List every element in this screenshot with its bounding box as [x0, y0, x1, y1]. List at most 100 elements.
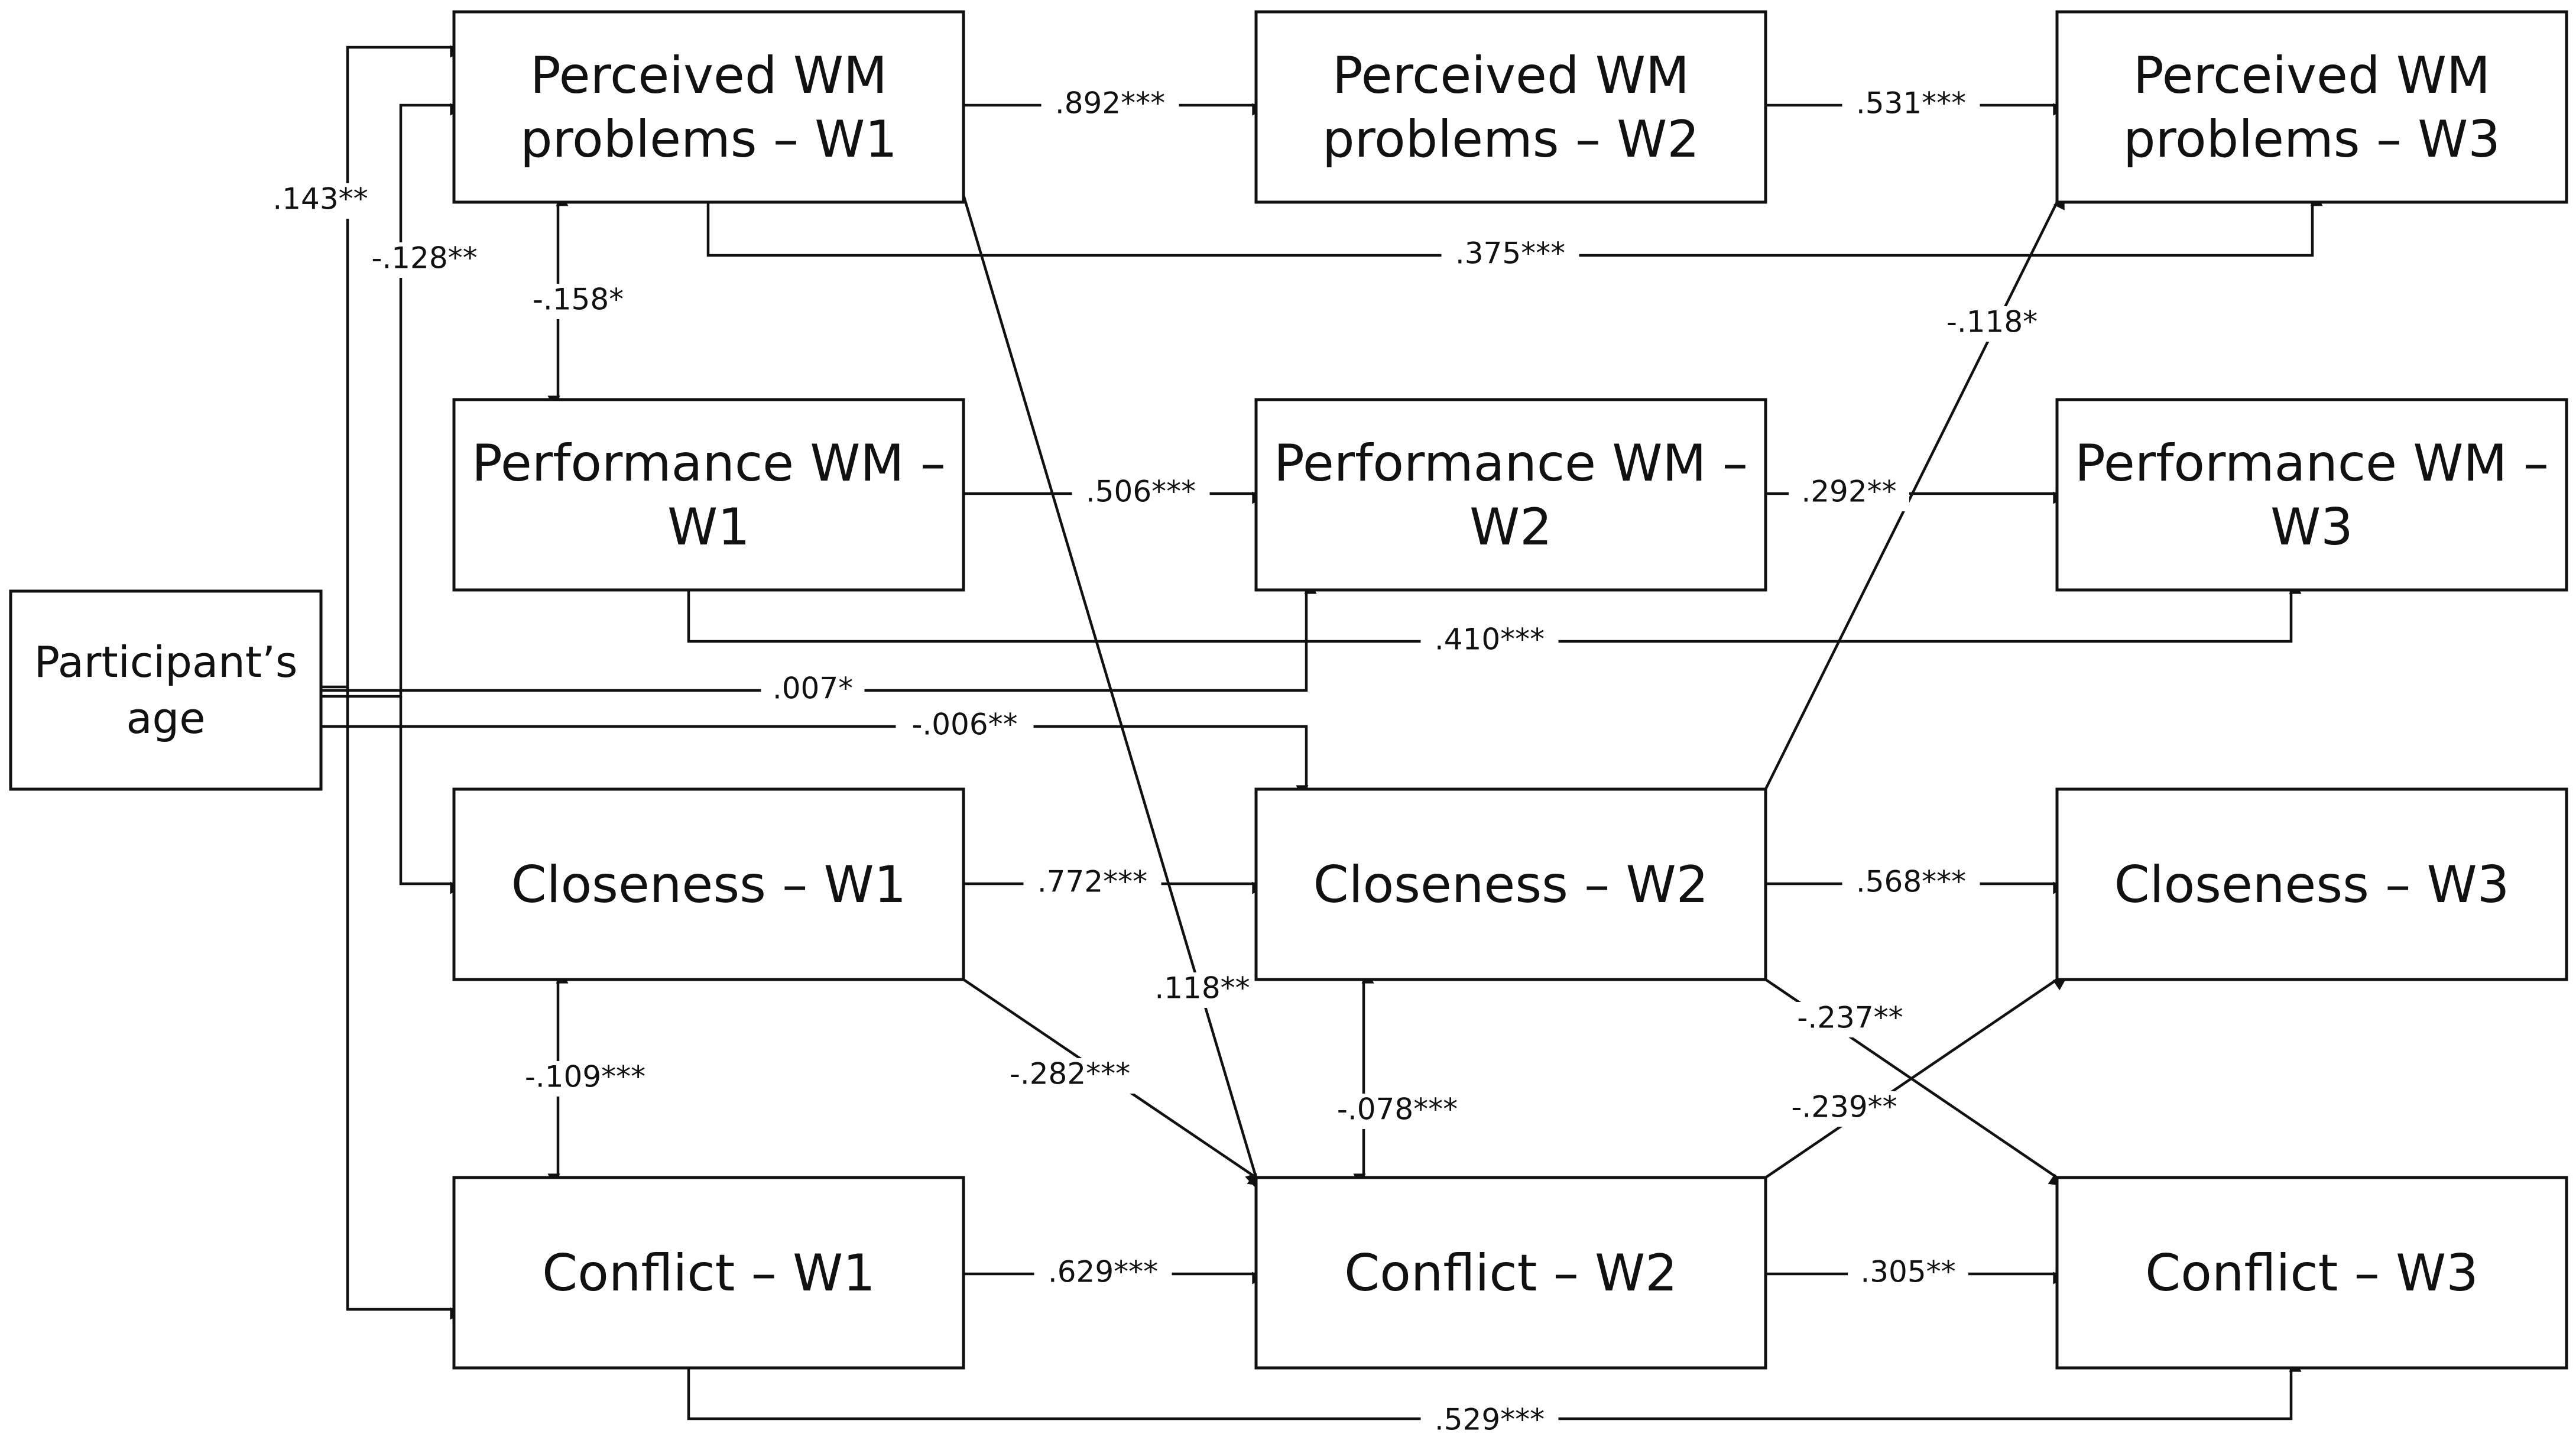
label-background-clo2_clo3 — [1842, 866, 1980, 901]
node-label-age-2: age — [126, 693, 205, 743]
label-background-con1_con3 — [1420, 1404, 1559, 1439]
label-background-age_perf2 — [761, 673, 865, 708]
edge-age_clo2 — [321, 725, 1309, 798]
label-background-clo1_clo2 — [1023, 866, 1162, 901]
node-label-perf2-1: Performance WM – — [1274, 434, 1748, 493]
path-coefficient-perf1_perf2: .506*** — [1086, 475, 1196, 509]
label-background-age_clo2 — [896, 709, 1034, 744]
node-label-perf2-2: W2 — [1469, 498, 1552, 557]
edge-pwm1_con2 — [962, 194, 1258, 1187]
node-clo2: Closeness – W2 — [1254, 787, 1767, 981]
path-coefficient-clo2_clo3: .568*** — [1856, 865, 1966, 899]
node-label-clo2-1: Closeness – W2 — [1313, 855, 1709, 914]
path-coefficient-clo1_clo2: .772*** — [1037, 865, 1147, 899]
node-perf1: Performance WM –W1 — [452, 398, 965, 592]
label-background-pwm1_perf1 — [518, 284, 638, 319]
label-background-pwm2_pwm3 — [1842, 87, 1980, 123]
path-coefficient-pwm2_pwm3: .531*** — [1856, 86, 1966, 121]
node-box-clo1 — [452, 787, 965, 981]
node-label-clo1-1: Closeness – W1 — [511, 855, 907, 914]
node-con2: Conflict – W2 — [1254, 1176, 1767, 1370]
path-coefficient-age_clo2: -.006** — [911, 708, 1017, 742]
label-background-pwm1_pwm2 — [1041, 87, 1179, 123]
edge-clo2_pwm3 — [1764, 196, 2065, 790]
path-coefficient-perf2_perf3: .292** — [1801, 475, 1896, 509]
path-coefficient-con1_con3: .529*** — [1435, 1403, 1545, 1437]
node-perf3: Performance WM –W3 — [2055, 398, 2568, 592]
node-box-clo2 — [1254, 787, 1767, 981]
node-con1: Conflict – W1 — [452, 1176, 965, 1370]
path-coefficient-clo1_con2: -.282*** — [1010, 1057, 1130, 1091]
path-coefficient-age_pwm1: .143** — [272, 182, 368, 216]
label-background-perf1_perf2 — [1072, 476, 1210, 511]
path-coefficient-con2_clo3: -.239** — [1791, 1090, 1897, 1124]
label-background-clo2_con2 — [1320, 1094, 1475, 1129]
node-label-perf1-1: Performance WM – — [472, 434, 946, 493]
node-box-pwm1 — [452, 10, 965, 204]
edge-age_perf2 — [321, 581, 1317, 692]
label-background-age_clo1 — [355, 242, 494, 278]
label-background-perf1_perf3 — [1420, 624, 1559, 659]
path-coefficient-perf1_perf3: .410*** — [1435, 622, 1545, 657]
node-label-perf3-1: Performance WM – — [2075, 434, 2549, 493]
path-coefficient-age_clo1: -.128** — [371, 241, 477, 275]
node-box-perf1 — [452, 398, 965, 592]
label-background-con1_con2 — [1034, 1256, 1172, 1292]
label-background-con2_clo3 — [1775, 1091, 1913, 1127]
label-background-pwm1_con2 — [1142, 972, 1263, 1008]
node-clo3: Closeness – W3 — [2055, 787, 2568, 981]
node-label-perf1-2: W1 — [667, 498, 750, 557]
edge-age-to-con1 — [346, 687, 463, 1320]
path-coefficient-pwm1_pwm2: .892*** — [1055, 86, 1165, 121]
node-box-con2 — [1254, 1176, 1767, 1370]
node-box-con3 — [2055, 1176, 2568, 1370]
path-coefficient-pwm1_perf1: -.158* — [533, 283, 624, 317]
node-label-con2-1: Conflict – W2 — [1344, 1244, 1678, 1303]
node-box-perf3 — [2055, 398, 2568, 592]
node-box-pwm2 — [1254, 10, 1767, 204]
edge-age_clo1 — [399, 696, 463, 894]
edge-con2_clo3 — [1764, 978, 2066, 1179]
node-perf2: Performance WM –W2 — [1254, 398, 1767, 592]
node-box-con1 — [452, 1176, 965, 1370]
node-box-perf2 — [1254, 398, 1767, 592]
path-coefficient-con1_con2: .629*** — [1048, 1255, 1158, 1289]
label-background-pwm1_pwm3 — [1441, 238, 1579, 273]
path-coefficient-con2_con3: .305** — [1860, 1255, 1955, 1289]
path-coefficient-age_perf2: .007* — [773, 672, 853, 706]
node-box-pwm3 — [2055, 10, 2568, 204]
node-label-pwm3-1: Perceived WM — [2133, 46, 2490, 105]
path-coefficient-pwm1_pwm3: .375*** — [1455, 236, 1565, 271]
node-label-pwm2-1: Perceived WM — [1332, 46, 1689, 105]
label-background-clo2_pwm3 — [1932, 306, 2052, 342]
node-clo1: Closeness – W1 — [452, 787, 965, 981]
label-background-clo1_con1 — [508, 1061, 663, 1097]
node-label-con1-1: Conflict – W1 — [542, 1244, 875, 1303]
label-background-perf2_perf3 — [1789, 476, 1909, 511]
node-box-clo3 — [2055, 787, 2568, 981]
path-coefficient-clo2_con3: -.237** — [1797, 1001, 1903, 1035]
edge-age_pwm1 — [321, 45, 463, 689]
node-con3: Conflict – W3 — [2055, 1176, 2568, 1370]
label-background-age_pwm1 — [260, 183, 381, 219]
path-coefficient-clo2_con2: -.078*** — [1337, 1092, 1458, 1127]
node-label-con3-1: Conflict – W3 — [2145, 1244, 2478, 1303]
node-label-clo3-1: Closeness – W3 — [2114, 855, 2510, 914]
path-coefficient-clo1_con1: -.109*** — [525, 1060, 645, 1094]
node-label-pwm1-2: problems – W1 — [520, 110, 897, 169]
node-label-pwm3-2: problems – W3 — [2123, 110, 2500, 169]
path-coefficient-pwm1_con2: .118** — [1154, 971, 1250, 1006]
path-coefficient-clo2_pwm3: -.118* — [1946, 305, 2038, 339]
node-box-age — [9, 589, 323, 791]
edge-age-to-pwm1-branch — [321, 103, 463, 698]
label-background-clo2_con3 — [1781, 1002, 1919, 1037]
label-background-clo1_con2 — [992, 1058, 1147, 1094]
label-background-con2_con3 — [1848, 1256, 1968, 1292]
node-label-perf3-2: W3 — [2270, 498, 2353, 557]
node-label-pwm1-1: Perceived WM — [530, 46, 887, 105]
